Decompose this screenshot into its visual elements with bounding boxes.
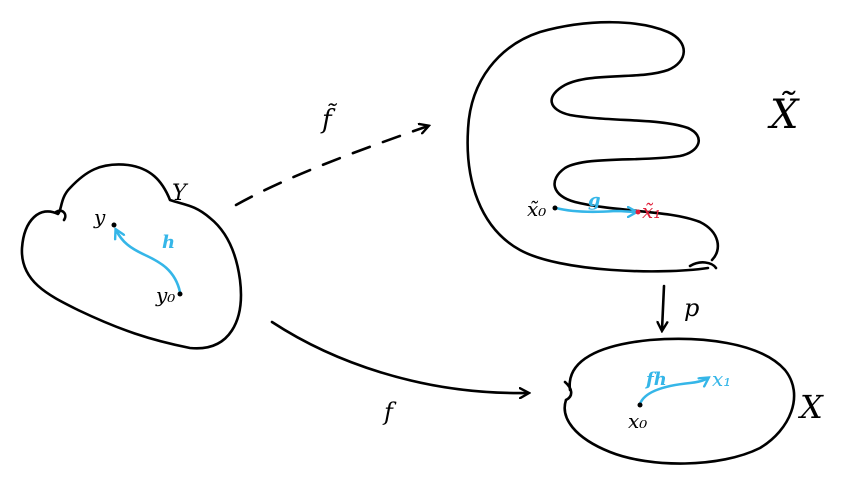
path-h-label: h [162,232,175,253]
map-f-arrow [270,320,528,393]
map-f-label: f [382,398,397,426]
map-f-tilde-label: f̃ [320,103,338,135]
point-x1-tilde-label: x̃₁ [642,199,661,223]
map-p-label: p [684,294,699,322]
space-Y-tick [54,209,67,222]
space-X-tick [563,380,573,402]
space-X-tilde-tick [688,261,718,270]
space-X-label: X [797,388,824,426]
path-g [554,208,636,212]
point-y0-dot [177,291,183,297]
path-fh-label: fh [644,369,667,390]
point-x0-label: x₀ [628,409,647,433]
path-g-label: g [588,190,601,211]
point-y-label: y [93,205,106,229]
point-x0-tilde-label: x̃₀ [527,197,546,221]
point-x1-label: x₁ [712,367,731,391]
path-h [116,230,182,294]
point-x0-dot [637,402,643,408]
space-X-tilde-label: X̃ [767,91,800,138]
point-x1-tilde-dot [635,209,641,215]
path-fh [638,378,708,406]
space-Y-label: Y [172,181,189,206]
map-f-tilde-arrow [234,126,428,207]
space-X-outline [563,337,796,465]
point-y-dot [111,222,117,228]
map-p-arrow [662,284,664,330]
point-y0-label: y₀ [155,283,175,307]
space-X-tilde-outline [466,20,720,273]
space-Y-outline [20,163,243,350]
point-x0-tilde-dot [552,205,558,211]
